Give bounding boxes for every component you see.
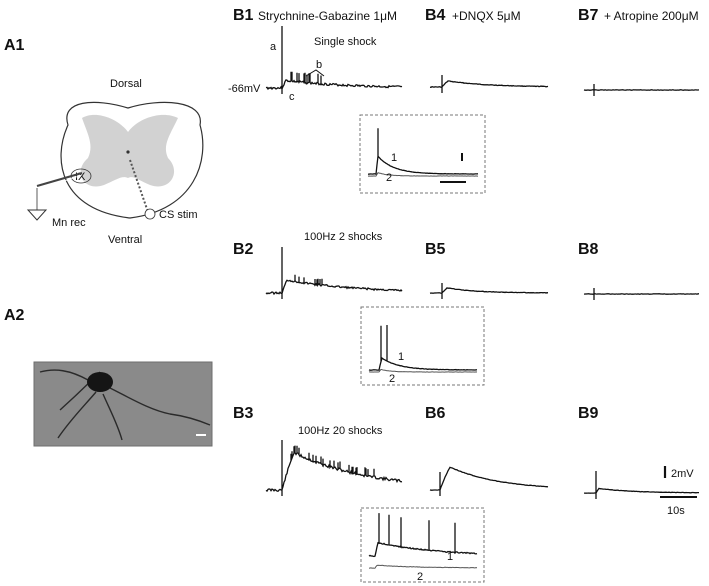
- inset-1-label-1: 1: [391, 152, 397, 164]
- panel-label-a1: A1: [4, 37, 25, 54]
- panel-label-b8: B8: [578, 241, 599, 258]
- trace-b5: [429, 283, 549, 299]
- trace-b1: [265, 26, 403, 94]
- inset-1-trace-1: [367, 128, 479, 176]
- trace-b6: [429, 466, 549, 496]
- panel-label-b2: B2: [233, 241, 254, 258]
- inset-2-label-1: 1: [398, 351, 404, 363]
- inset-3: 1 2: [360, 507, 485, 583]
- inset-2-label-2: 2: [389, 373, 395, 385]
- panel-label-b3: B3: [233, 405, 254, 422]
- inset-1-frame: [359, 114, 486, 194]
- mn-rec-label: Mn rec: [52, 217, 86, 229]
- mark-c: c: [289, 91, 295, 103]
- micrograph-background: [34, 362, 212, 446]
- ventral-label: Ventral: [108, 234, 142, 246]
- recording-electrode: [36, 171, 83, 188]
- membrane-potential-label: -66mV: [228, 83, 261, 95]
- panel-label-b5: B5: [425, 241, 446, 258]
- dendrites: [39, 369, 211, 441]
- trace-b2: [265, 247, 403, 299]
- lamina-ix-label: IX: [75, 171, 86, 183]
- inset-3-label-1: 1: [447, 551, 453, 563]
- panel-label-a2: A2: [4, 307, 25, 324]
- gray-matter: [80, 114, 178, 187]
- voltage-scale-label: 2mV: [671, 468, 694, 480]
- micrograph-scale-bar: [196, 434, 206, 436]
- inset-2: 1 2: [360, 306, 485, 386]
- dorsal-label: Dorsal: [110, 78, 142, 90]
- spinal-cord-schematic: Dorsal IX Mn rec CS stim Ventral: [26, 78, 204, 246]
- trace-b7: [583, 84, 700, 96]
- inset-3-trace-2: [369, 564, 478, 569]
- inset-2-trace-2: [369, 368, 478, 373]
- inset-1: 1 2: [359, 114, 486, 194]
- stim-label-20-shocks: 100Hz 20 shocks: [298, 425, 383, 437]
- cs-stim-label: CS stim: [159, 209, 198, 221]
- inset-3-label-2: 2: [417, 571, 423, 583]
- trace-b4: [429, 75, 549, 93]
- panel-label-b1: B1: [233, 7, 254, 24]
- stim-label-2-shocks: 100Hz 2 shocks: [304, 231, 383, 243]
- recording-amplifier-icon: [26, 209, 48, 221]
- panel-label-b6: B6: [425, 405, 446, 422]
- time-scale-label: 10s: [667, 505, 685, 517]
- condition-atropine: + Atropine 200μM: [604, 9, 699, 23]
- stim-label-single-shock: Single shock: [314, 36, 377, 48]
- stimulating-electrode: [129, 159, 149, 213]
- condition-dnqx: +DNQX 5μM: [452, 9, 521, 23]
- inset-1-label-2: 2: [386, 172, 392, 184]
- panel-label-b7: B7: [578, 7, 599, 24]
- stimulator-icon: [144, 208, 156, 220]
- inset-2-trace-1: [368, 325, 478, 371]
- condition-strychnine-gabazine: Strychnine-Gabazine 1μM: [258, 9, 397, 23]
- inset-3-trace-1: [368, 513, 478, 558]
- inset-3-frame: [360, 507, 485, 583]
- neuron-soma: [87, 372, 113, 392]
- panel-label-b9: B9: [578, 405, 599, 422]
- motoneuron-micrograph: [33, 361, 213, 447]
- mark-b: b: [316, 59, 322, 71]
- trace-b3: [265, 440, 403, 496]
- panel-label-b4: B4: [425, 7, 446, 24]
- trace-b8: [583, 288, 699, 300]
- central-canal: [126, 150, 130, 154]
- inset-1-trace-2: [367, 172, 478, 177]
- inset-2-frame: [360, 306, 485, 386]
- mark-a: a: [270, 41, 277, 53]
- trace-b9: [584, 471, 699, 499]
